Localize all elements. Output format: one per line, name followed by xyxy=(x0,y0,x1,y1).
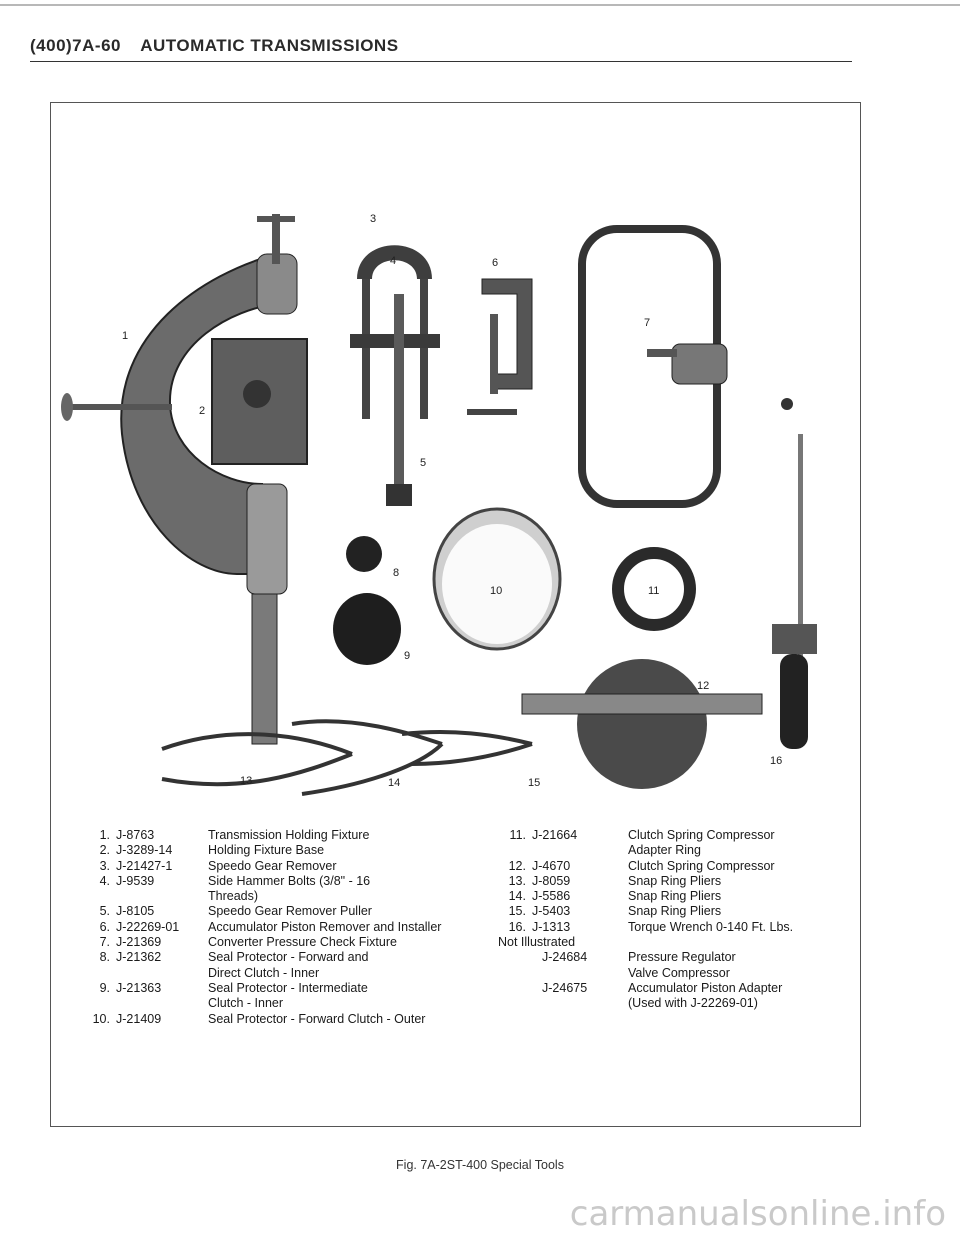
legend-number: 9. xyxy=(99,980,110,995)
legend-description: Pressure Regulator xyxy=(628,950,736,965)
legend-description: Clutch Spring Compressor xyxy=(628,858,775,873)
legend-number: 16. xyxy=(508,919,526,934)
figure-caption: Fig. 7A-2ST-400 Special Tools xyxy=(396,1158,564,1172)
legend-description: Seal Protector - Intermediate xyxy=(208,980,368,995)
legend-part-number: J-9539 xyxy=(116,873,155,888)
callout-5: 5 xyxy=(420,457,426,469)
accumulator-piston-tool-illustration xyxy=(467,278,533,415)
legend-part-number: J-21664 xyxy=(532,828,578,842)
legend-part-number: J-21409 xyxy=(116,1011,162,1026)
legend-description: Holding Fixture Base xyxy=(208,843,325,858)
callout-11: 11 xyxy=(648,585,659,597)
seal-protector-9-illustration xyxy=(333,593,401,665)
holding-fixture-illustration xyxy=(61,214,298,745)
callout-12: 12 xyxy=(697,680,709,692)
legend-description: Adapter Ring xyxy=(628,843,701,858)
legend-number: 6. xyxy=(99,919,110,934)
figure-frame-left xyxy=(50,102,51,1126)
legend-part-number: Not Illustrated xyxy=(498,935,576,950)
snap-ring-pliers-illustration xyxy=(161,719,533,796)
callout-labels: 1 2 3 4 5 6 7 8 9 10 11 12 13 14 15 16 xyxy=(122,213,782,789)
legend-part-number: J-21369 xyxy=(116,935,162,950)
legend-description: Torque Wrench 0-140 Ft. Lbs. xyxy=(628,919,794,934)
header-rule xyxy=(30,61,852,62)
callout-7: 7 xyxy=(644,317,650,329)
figure-frame-bottom xyxy=(50,1126,861,1127)
figure-frame-top xyxy=(50,102,861,103)
seal-protector-8-illustration xyxy=(346,536,382,572)
legend-number: 15. xyxy=(508,904,526,919)
callout-16: 16 xyxy=(770,755,782,767)
clutch-spring-compressor-illustration xyxy=(521,659,763,789)
legend-description: Converter Pressure Check Fixture xyxy=(208,935,397,950)
callout-8: 8 xyxy=(393,567,399,579)
legend-part-number: J-3289-14 xyxy=(116,843,173,858)
callout-1: 1 xyxy=(122,330,128,342)
page-code: (400)7A-60 xyxy=(30,36,121,55)
watermark: carmanualsonline.info xyxy=(569,1194,946,1234)
legend-number: 3. xyxy=(99,858,110,873)
legend-part-number: J-21427-1 xyxy=(116,858,173,873)
callout-2: 2 xyxy=(199,405,205,417)
legend-number: 2. xyxy=(99,843,110,858)
legend-part-number: J-1313 xyxy=(532,919,571,934)
legend-description: Snap Ring Pliers xyxy=(628,873,722,888)
legend-number: 11. xyxy=(509,828,526,842)
legend-number: 8. xyxy=(99,950,110,965)
legend-description: (Used with J-22269-01) xyxy=(628,996,758,1011)
legend-number: 14. xyxy=(508,889,526,904)
legend-part-number: J-22269-01 xyxy=(116,919,180,934)
legend-part-number: J-21362 xyxy=(116,950,162,965)
legend-description: Direct Clutch - Inner xyxy=(208,965,320,980)
adapter-ring-illustration xyxy=(612,547,696,631)
special-tools-photo: 1 2 3 4 5 6 7 8 9 10 11 12 13 14 15 16 xyxy=(61,213,817,796)
section-title: AUTOMATIC TRANSMISSIONS xyxy=(140,36,399,55)
figure-frame-right xyxy=(860,102,861,1126)
legend-number: 10. xyxy=(92,1011,110,1026)
legend-description: Snap Ring Pliers xyxy=(628,889,722,904)
callout-10: 10 xyxy=(490,585,502,597)
legend-part-number: J-8059 xyxy=(532,873,571,888)
legend-description: Speedo Gear Remover Puller xyxy=(208,904,372,919)
legend-description: Seal Protector - Forward and xyxy=(208,950,369,965)
callout-13: 13 xyxy=(240,775,252,787)
callout-3: 3 xyxy=(370,213,376,225)
converter-pressure-fixture-illustration xyxy=(578,225,728,508)
page-top-rule xyxy=(0,4,960,6)
legend-number: 4. xyxy=(99,873,110,888)
legend-description: Accumulator Piston Remover and Installer xyxy=(208,919,442,934)
legend-part-number: J-5586 xyxy=(532,889,571,904)
legend-description: Clutch - Inner xyxy=(208,996,284,1011)
legend-description: Side Hammer Bolts (3/8" - 16 xyxy=(208,873,371,888)
legend-part-number: J-5403 xyxy=(532,904,571,919)
legend-part-number: J-8105 xyxy=(116,904,155,919)
legend-description: Threads) xyxy=(208,889,259,904)
legend-part-number: J-21363 xyxy=(116,980,162,995)
legend-description: Clutch Spring Compressor xyxy=(628,828,775,842)
legend-part-number: J-24684 xyxy=(542,950,588,965)
legend-number: 1. xyxy=(99,828,110,842)
callout-15: 15 xyxy=(528,777,540,789)
torque-wrench-illustration xyxy=(772,398,817,749)
legend-number: 12. xyxy=(508,858,526,873)
legend-description: Valve Compressor xyxy=(628,965,730,980)
legend-part-number: J-24675 xyxy=(542,980,588,995)
legend-description: Speedo Gear Remover xyxy=(208,858,337,873)
legend-part-number: J-4670 xyxy=(532,858,571,873)
callout-9: 9 xyxy=(404,650,410,662)
callout-4: 4 xyxy=(390,255,396,267)
legend-number: 13. xyxy=(508,873,526,888)
legend-number: 5. xyxy=(99,904,110,919)
callout-6: 6 xyxy=(492,257,498,269)
page-header: (400)7A-60 AUTOMATIC TRANSMISSIONS xyxy=(30,36,399,56)
callout-14: 14 xyxy=(388,777,400,789)
legend-description: Accumulator Piston Adapter xyxy=(628,980,783,995)
legend-number: 7. xyxy=(99,935,110,950)
legend-description: Seal Protector - Forward Clutch - Outer xyxy=(208,1011,426,1026)
legend-part-number: J-8763 xyxy=(116,828,155,842)
legend-description: Snap Ring Pliers xyxy=(628,904,722,919)
legend-description: Transmission Holding Fixture xyxy=(208,828,370,842)
speedo-gear-remover-illustration xyxy=(350,245,440,506)
